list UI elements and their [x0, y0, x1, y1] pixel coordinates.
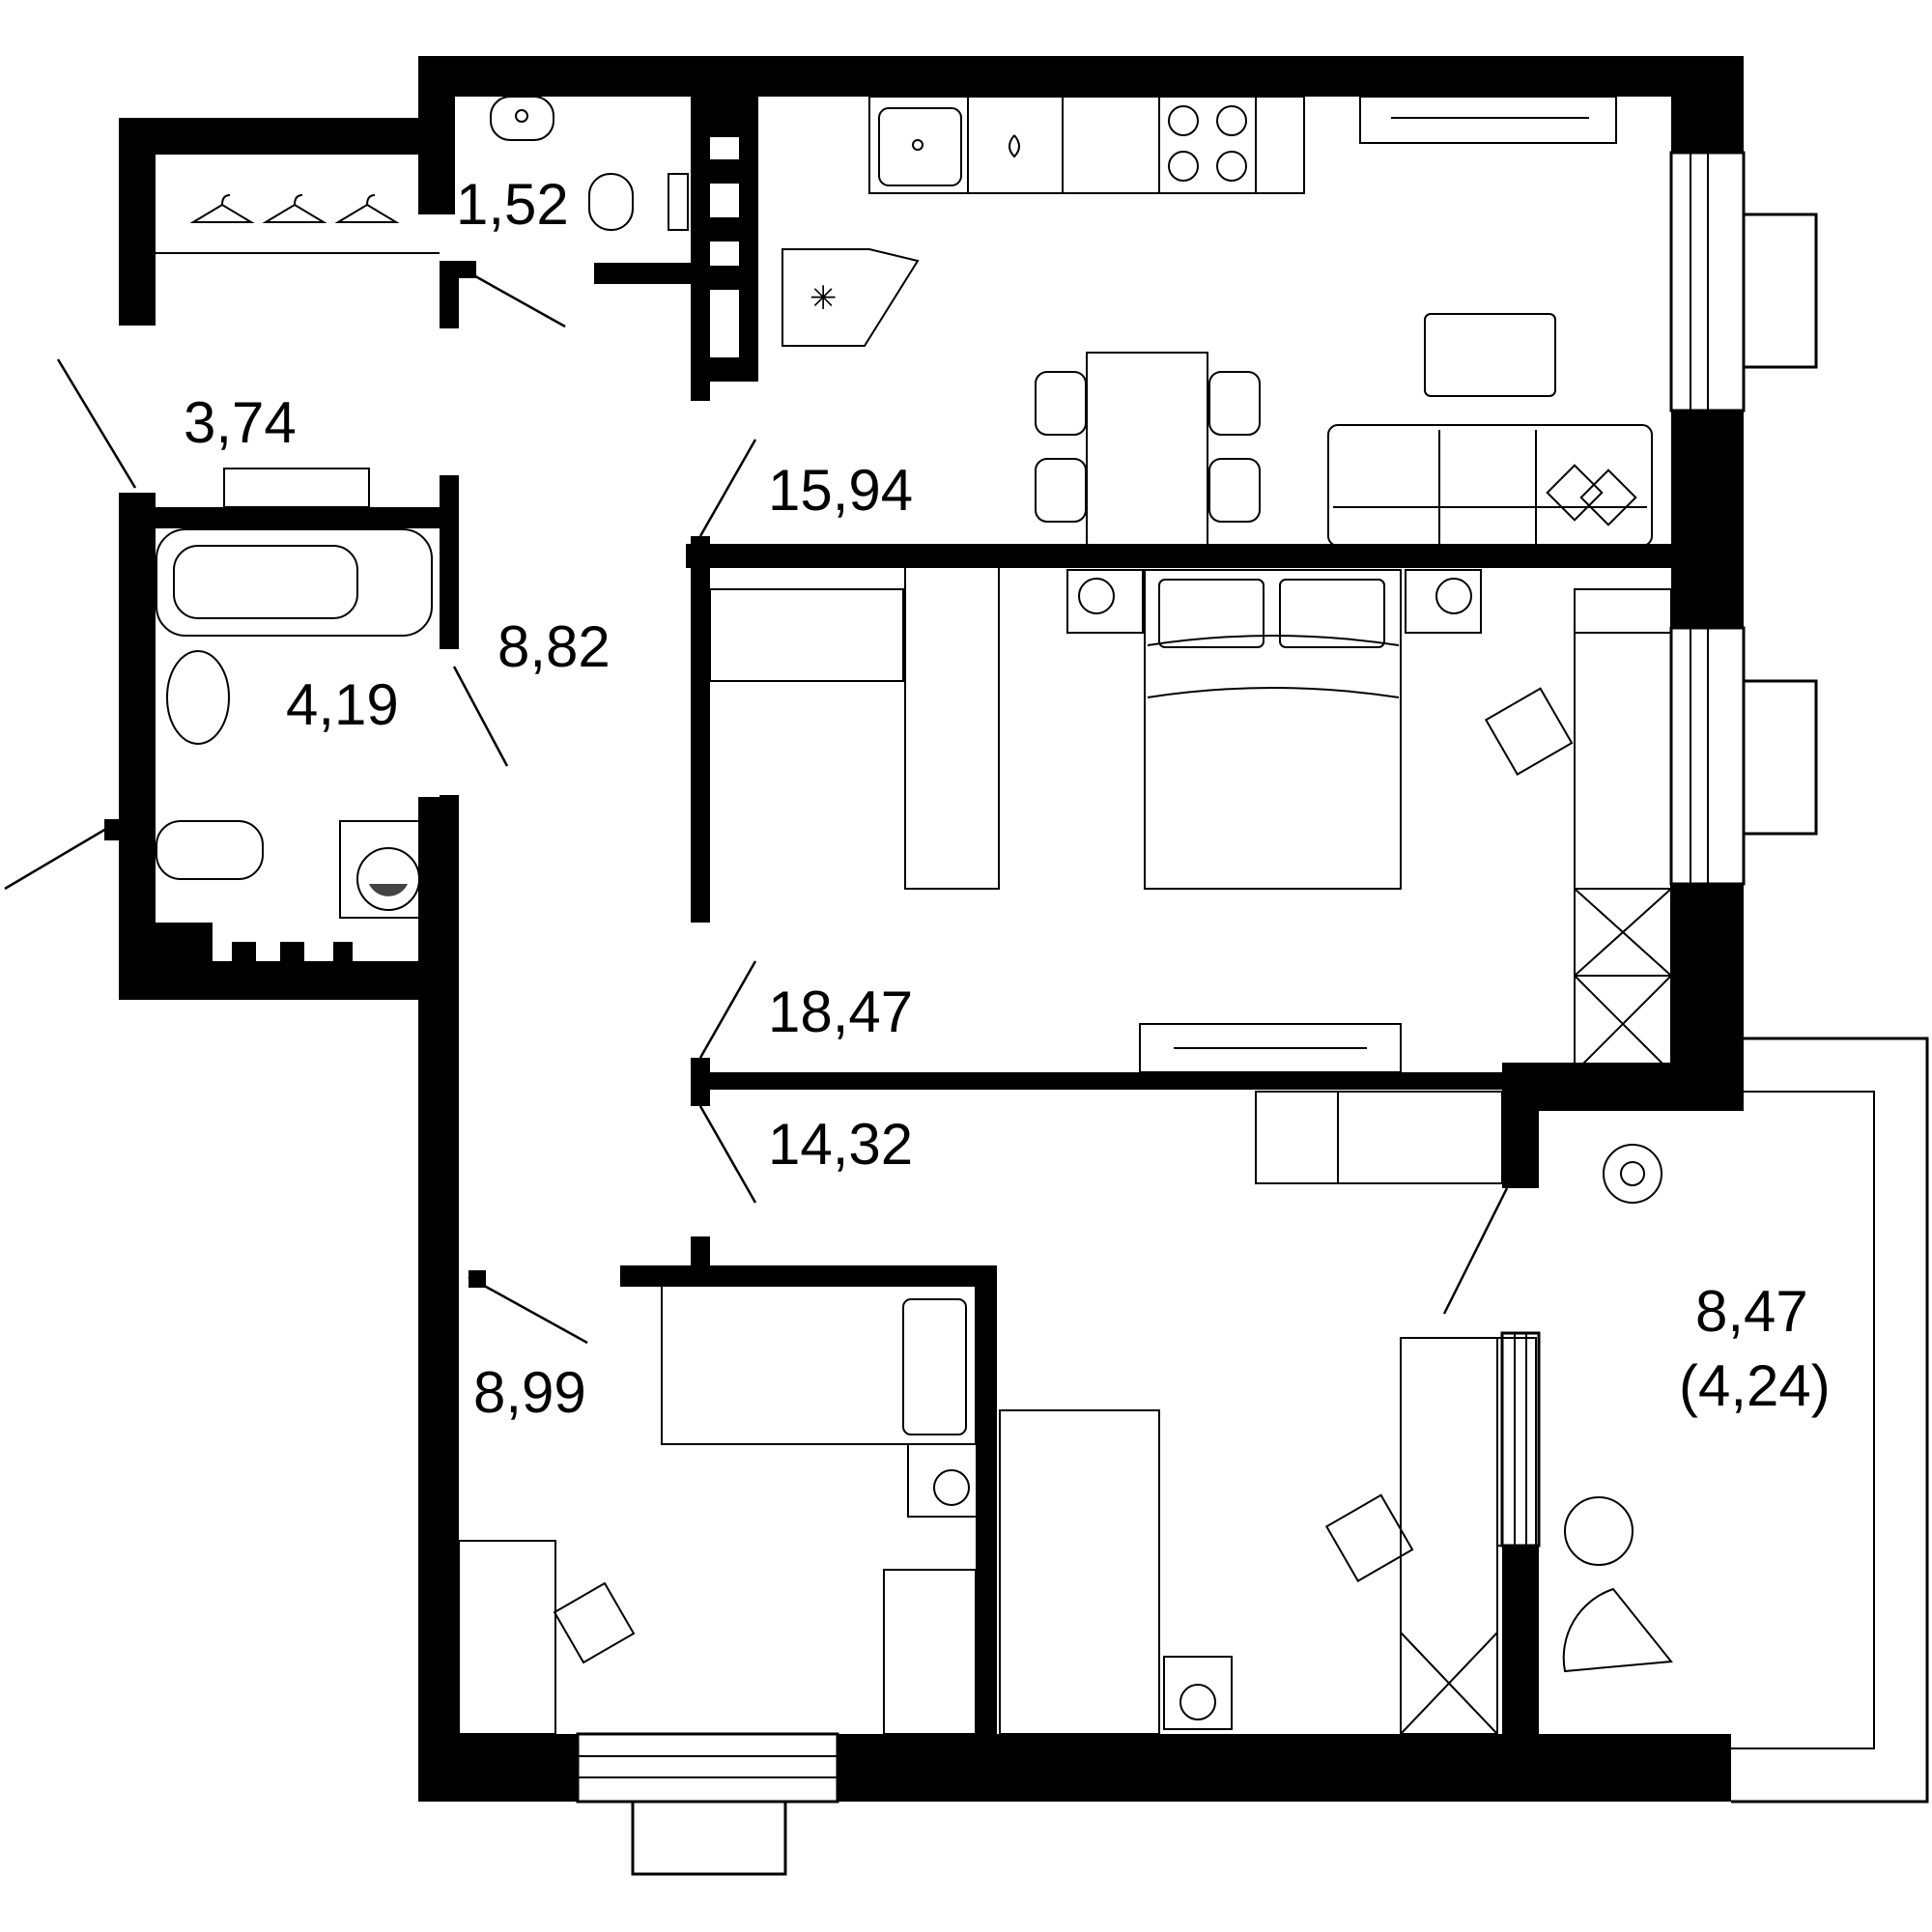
room-area-bedroom-master: 18,47	[768, 980, 913, 1044]
area-labels: 3,74 1,52 4,19 8,82 15,94 18,47 14,32 8,…	[184, 172, 1831, 1425]
wardrobe	[709, 564, 1000, 890]
room-area-corridor: 8,99	[473, 1360, 586, 1425]
walls	[104, 56, 1744, 1802]
room-area-balcony: 8,47	[1695, 1279, 1808, 1344]
svg-text:✳: ✳	[810, 279, 838, 318]
bathtub-icon	[156, 528, 433, 637]
toilet-icon	[490, 96, 689, 231]
room-area-balcony-reduced: (4,24)	[1679, 1353, 1831, 1418]
sofa	[1327, 424, 1653, 547]
room-area-bedroom-2: 14,32	[768, 1112, 913, 1177]
plant-icon	[1603, 1144, 1662, 1204]
room-area-toilet: 1,52	[456, 172, 569, 237]
room-area-wardrobe-closet: 3,74	[184, 390, 297, 455]
room-area-bathroom: 4,19	[286, 672, 399, 737]
door-swings	[4, 270, 1509, 1345]
furniture: ✳	[156, 96, 1673, 1735]
kitchen-counter: ✳	[781, 96, 1305, 347]
room-area-hallway: 8,82	[497, 614, 611, 679]
double-bed	[1144, 569, 1402, 890]
windows	[576, 151, 1818, 1876]
room-area-kitchen-living: 15,94	[768, 458, 913, 523]
dining-table	[1035, 352, 1261, 547]
balcony-outline	[1731, 1037, 1929, 1804]
hanger-icon	[156, 194, 440, 254]
